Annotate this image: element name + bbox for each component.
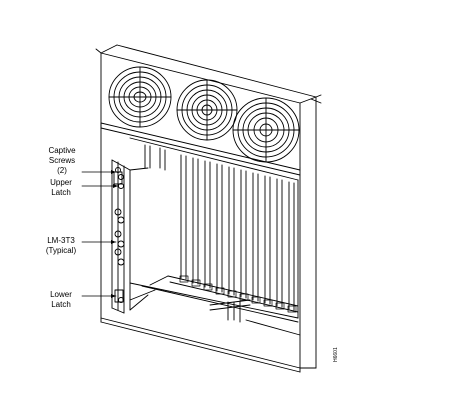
- fan-2-grille: [176, 79, 238, 141]
- callout-lm-3t3: LM-3T3 (Typical): [40, 236, 82, 256]
- callout-lower-latch: Lower Latch: [46, 290, 76, 310]
- slot-connectors: [179, 275, 297, 313]
- callout-captive-screws-line1: Captive: [48, 146, 76, 155]
- card-cage: [129, 137, 301, 336]
- callout-lower-latch-line1: Lower: [50, 290, 72, 299]
- callout-captive-screws-line2: Screws: [48, 156, 76, 165]
- fan-tray: [100, 122, 301, 176]
- callout-captive-screws-line3: (2): [57, 166, 67, 175]
- fan-1-grille: [108, 66, 172, 128]
- callout-lower-latch-line2: Latch: [51, 300, 71, 309]
- fan-3-grille: [232, 97, 300, 163]
- callout-upper-latch-line2: Latch: [51, 188, 71, 197]
- callout-captive-screws: Captive Screws (2): [44, 146, 80, 176]
- callout-lm-3t3-line1: LM-3T3: [47, 236, 75, 245]
- line-module-card: [111, 159, 149, 314]
- callout-lm-3t3-line2: (Typical): [45, 246, 77, 255]
- callout-leaders: [81, 171, 119, 297]
- card-slots: [144, 144, 295, 311]
- callout-upper-latch: Upper Latch: [46, 178, 76, 198]
- card-hardware: [113, 167, 125, 303]
- callout-upper-latch-line1: Upper: [50, 178, 72, 187]
- callout-arrowheads: [111, 170, 118, 298]
- figure-id: H6601: [333, 347, 339, 362]
